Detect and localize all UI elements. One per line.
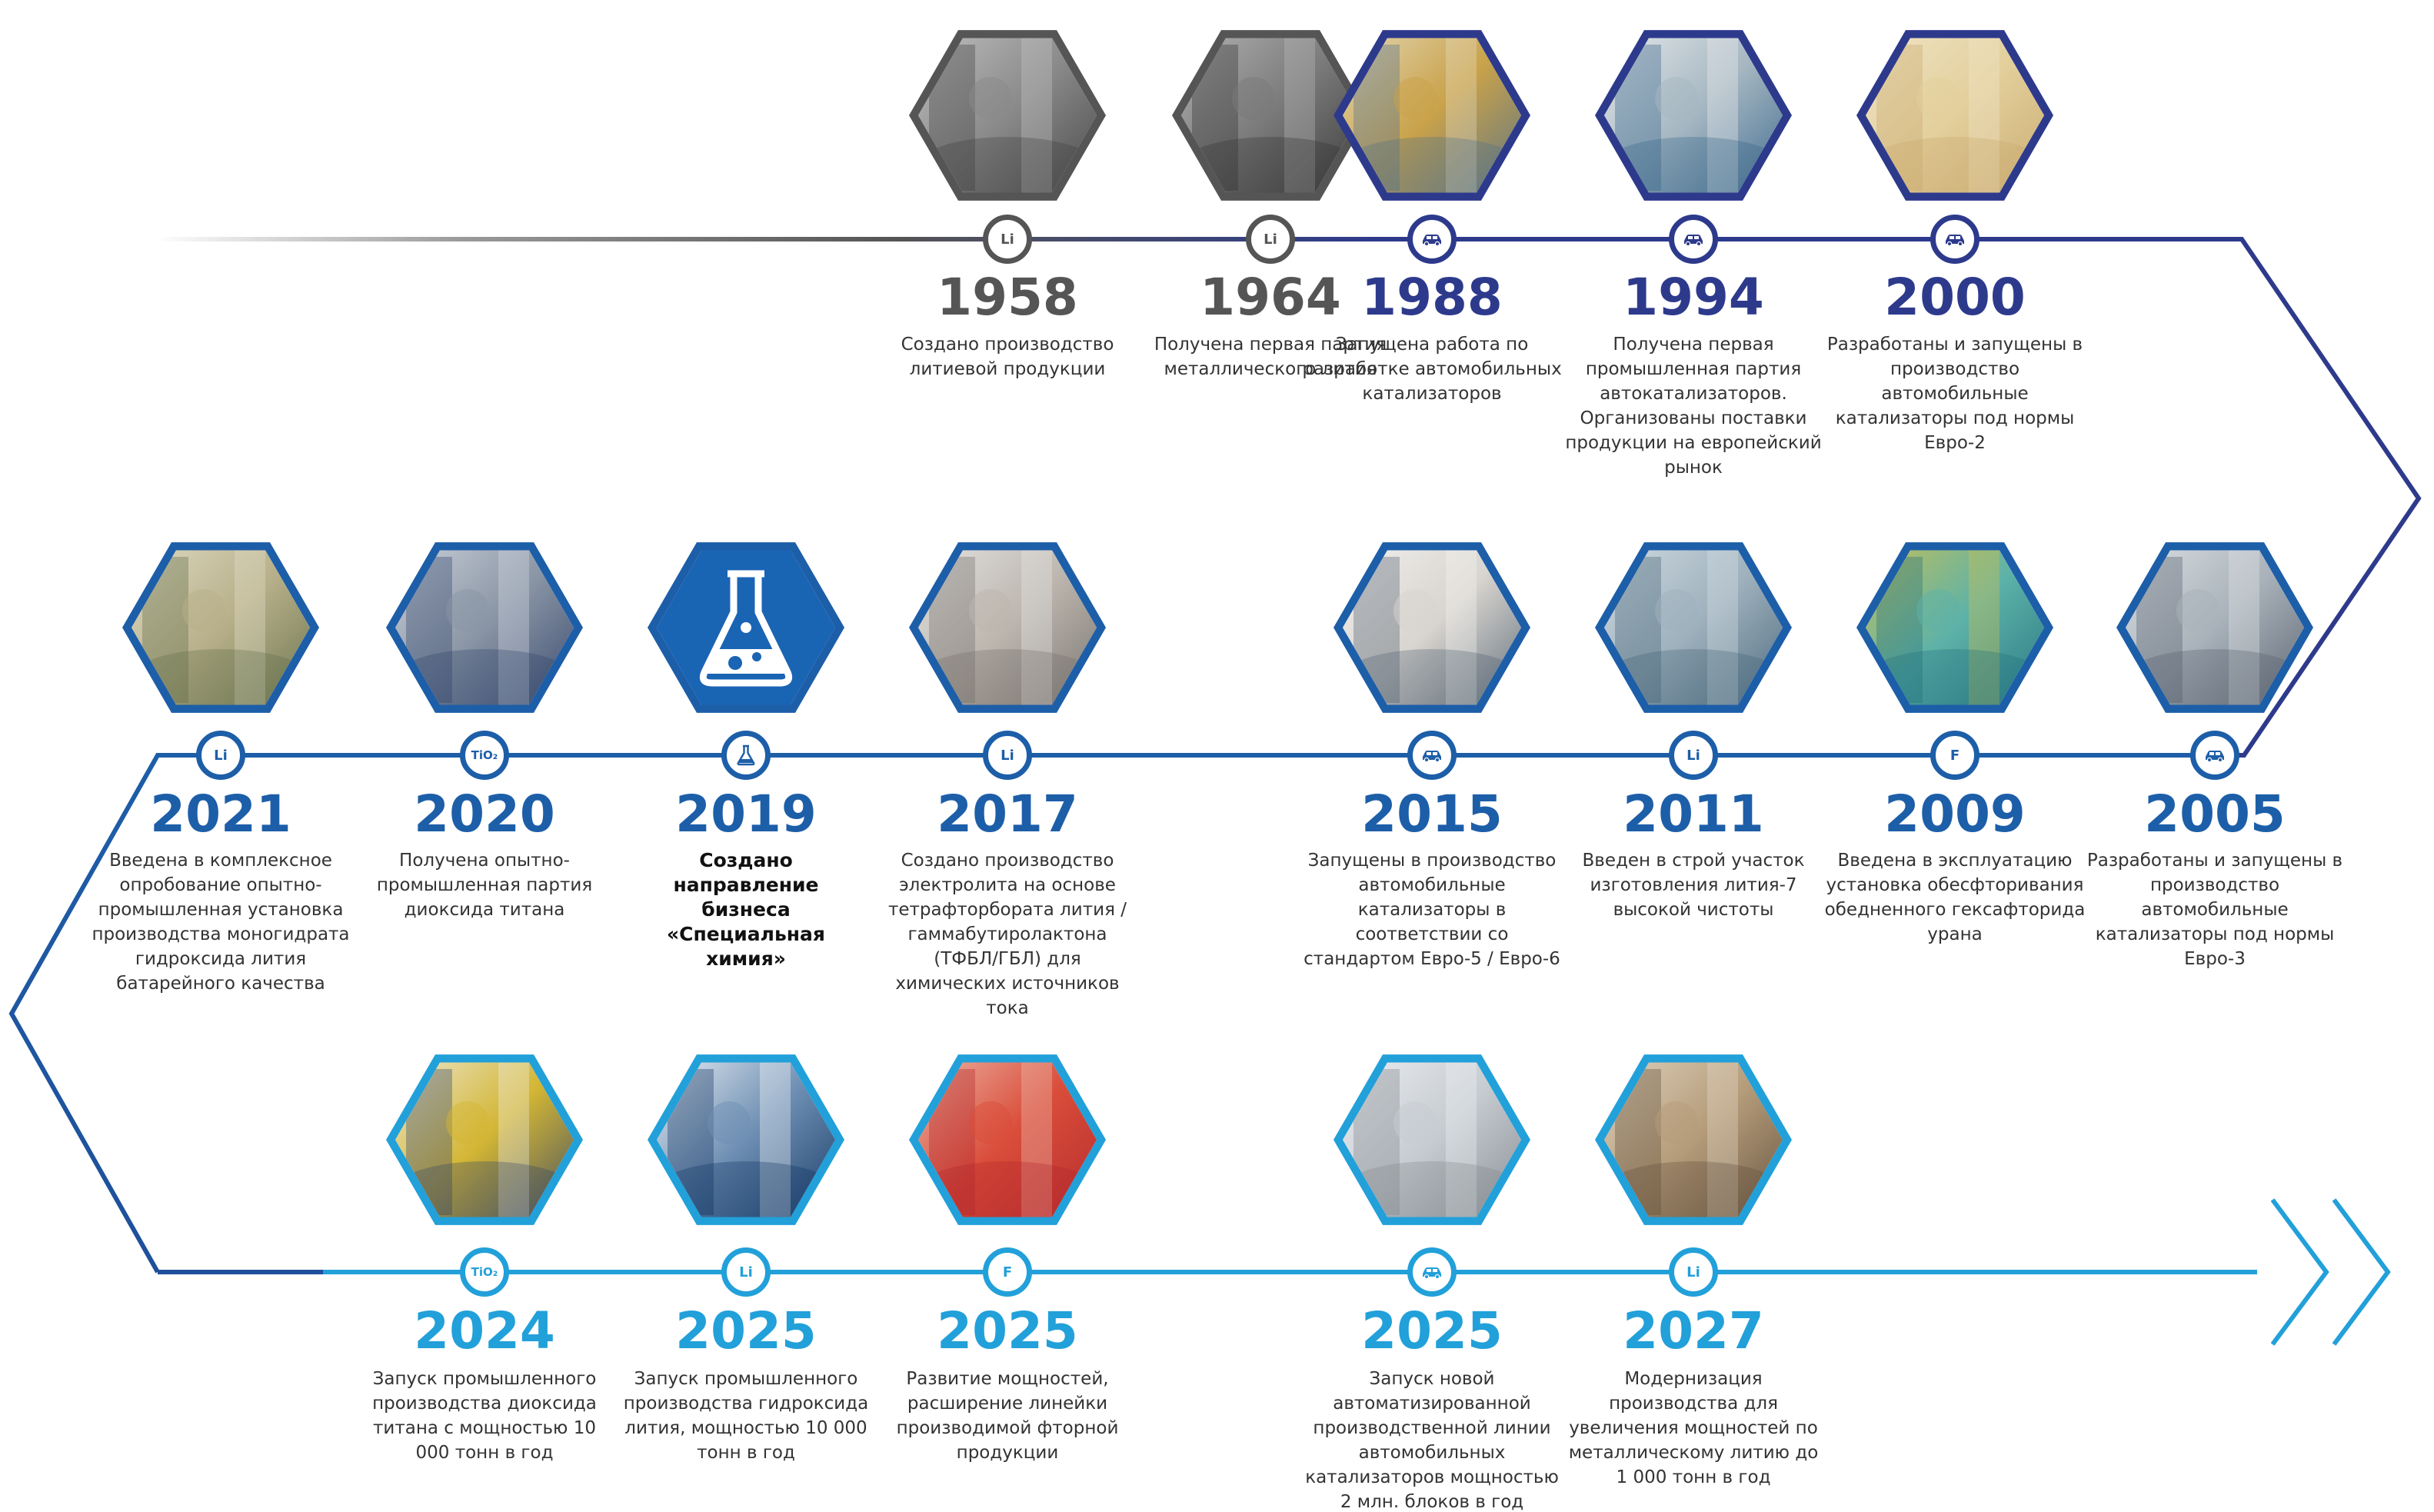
photo-hexagon xyxy=(1330,14,1533,217)
car-node xyxy=(1407,731,1457,780)
milestone-description: Создано производство электролита на осно… xyxy=(887,851,1127,1018)
photo-hexagon xyxy=(383,526,586,729)
milestone-description: Введена в комплексное опробование опытно… xyxy=(92,851,350,994)
milestone-year: 2025 xyxy=(937,1301,1078,1360)
milestone-year: 1958 xyxy=(937,268,1078,327)
flask-node xyxy=(721,731,771,780)
car-node xyxy=(1407,1247,1457,1297)
milestone-description: Получена первая партия металлического ли… xyxy=(1154,335,1387,379)
milestone-description: Запуск промышленного производства диокси… xyxy=(372,1369,597,1463)
car-icon xyxy=(1423,751,1441,762)
milestone-year: 2019 xyxy=(675,784,817,844)
photo-hexagon xyxy=(2113,526,2316,729)
photo-hexagon xyxy=(1330,1038,1533,1241)
element-label: F xyxy=(1002,1264,1013,1281)
mid-line xyxy=(8,753,2230,1274)
milestone-description: Разработаны и запущены в производство ав… xyxy=(1826,335,2083,453)
milestone-year: 2000 xyxy=(1884,268,2026,327)
photo-hexagon xyxy=(1330,526,1533,729)
photo-hexagon xyxy=(1592,1038,1795,1241)
car-icon xyxy=(2206,751,2224,762)
car-icon xyxy=(1946,235,1964,246)
element-label: Li xyxy=(1001,747,1014,764)
car-node xyxy=(1407,215,1457,264)
milestone-year: 2020 xyxy=(414,784,555,844)
flask-icon xyxy=(737,744,755,766)
element-label: Li xyxy=(1001,231,1014,248)
milestone-description: Запущены в производство автомобильные ка… xyxy=(1304,851,1560,969)
element-label: TiO₂ xyxy=(471,748,498,762)
car-node xyxy=(2190,731,2239,780)
element-node: F xyxy=(1930,731,1979,780)
photo-hexagon xyxy=(119,526,322,729)
element-node: Li xyxy=(1669,1247,1718,1297)
element-node: F xyxy=(983,1247,1032,1297)
milestone-year: 2005 xyxy=(2144,784,2286,844)
milestone-year: 2021 xyxy=(150,784,291,844)
milestone-description: Развитие мощностей, расширение линейки п… xyxy=(896,1369,1119,1463)
photo-hexagon xyxy=(1592,14,1795,217)
milestone-description: Введен в строй участок изготовления лити… xyxy=(1582,851,1805,920)
milestone-description: Создано производство литиевой продукции xyxy=(901,335,1114,379)
milestone-description: Получена первая промышленная партия авто… xyxy=(1565,335,1822,478)
element-node: Li xyxy=(196,731,245,780)
photo-hexagon xyxy=(383,1038,586,1241)
element-node: Li xyxy=(983,215,1032,264)
car-icon xyxy=(1423,235,1441,246)
element-label: Li xyxy=(739,1264,753,1281)
milestone-description: Запуск промышленного производства гидрок… xyxy=(623,1369,869,1463)
photo-hexagon xyxy=(1853,526,2056,729)
photo-hexagon xyxy=(906,1038,1109,1241)
photo-hexagon xyxy=(1592,526,1795,729)
car-node xyxy=(1930,215,1979,264)
element-label: Li xyxy=(1264,231,1277,248)
photo-hexagon xyxy=(906,526,1109,729)
chevron-icon xyxy=(2332,1198,2391,1346)
element-label: Li xyxy=(1686,747,1700,764)
milestone-description: Запущена работа по разработке автомобиль… xyxy=(1302,335,1562,404)
milestone-year: 2025 xyxy=(675,1301,817,1360)
milestone-year: 1994 xyxy=(1623,268,1764,327)
element-node: TiO₂ xyxy=(460,731,509,780)
element-label: TiO₂ xyxy=(471,1265,498,1279)
element-node: Li xyxy=(1246,215,1295,264)
milestone-description: Введена в эксплуатацию установка обесфто… xyxy=(1824,851,2086,944)
milestone-year: 2009 xyxy=(1884,784,2026,844)
milestone-year: 1988 xyxy=(1361,268,1503,327)
milestone-year: 2025 xyxy=(1361,1301,1503,1360)
element-label: F xyxy=(1950,747,1960,764)
car-icon xyxy=(1423,1267,1441,1279)
element-node: TiO₂ xyxy=(460,1247,509,1297)
chevron-icon xyxy=(2270,1198,2329,1346)
car-node xyxy=(1669,215,1718,264)
photo-hexagon xyxy=(1169,14,1372,217)
car-icon xyxy=(1684,235,1703,246)
photo-hexagon xyxy=(906,14,1109,217)
milestone-description: Разработаны и запущены в производство ав… xyxy=(2086,851,2343,969)
milestone-description: Получена опытно-промышленная партия диок… xyxy=(376,851,593,920)
milestone-year: 2017 xyxy=(937,784,1078,844)
photo-hexagon xyxy=(644,1038,847,1241)
element-label: Li xyxy=(214,747,228,764)
element-node: Li xyxy=(983,731,1032,780)
milestone-description: Запуск новой автоматизированной производ… xyxy=(1305,1369,1559,1512)
element-node: Li xyxy=(1669,731,1718,780)
milestone-year: 2015 xyxy=(1361,784,1503,844)
element-node: Li xyxy=(721,1247,771,1297)
element-label: Li xyxy=(1686,1264,1700,1281)
milestone-description: Модернизация производства для увеличения… xyxy=(1568,1369,1819,1487)
milestone-year: 2024 xyxy=(414,1301,555,1360)
milestone-year: 2011 xyxy=(1623,784,1764,844)
photo-hexagon xyxy=(1853,14,2056,217)
milestone-year: 1964 xyxy=(1200,268,1341,327)
milestone-year: 2027 xyxy=(1623,1301,1764,1360)
milestone-description: Создано направление бизнеса «Специальная… xyxy=(667,849,825,970)
flask-hexagon xyxy=(644,526,847,729)
